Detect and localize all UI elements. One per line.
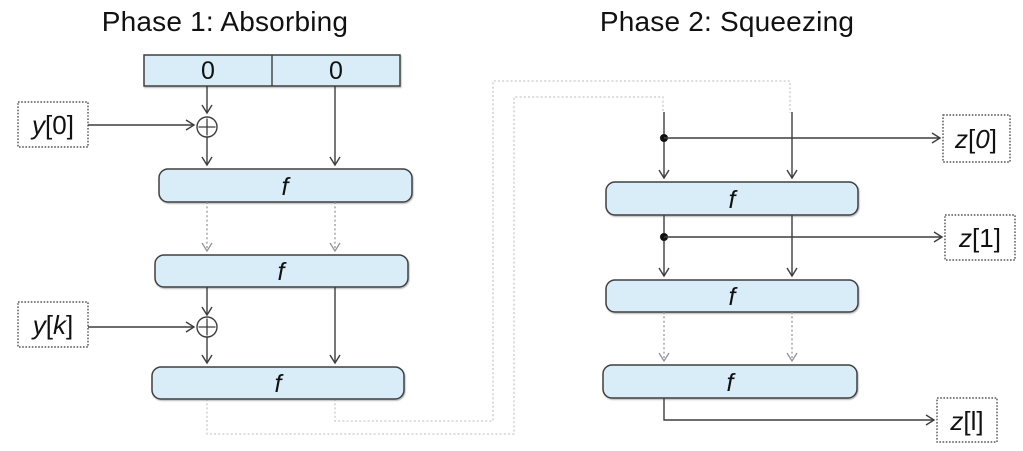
phase1-title: Phase 1: Absorbing xyxy=(102,6,348,37)
f-box-p2-3-rect xyxy=(602,364,858,399)
f-label: f xyxy=(282,173,292,201)
arrow-to-zl xyxy=(663,398,936,426)
input-yk: y[k] xyxy=(17,301,196,348)
input-yk-label: y[k] xyxy=(31,310,73,340)
output-z0-label: z[0] xyxy=(954,124,997,154)
f-box-p1-2: f xyxy=(154,254,409,288)
f-label: f xyxy=(727,369,737,397)
f-box-p1-3: f xyxy=(151,366,405,400)
state-loop-lines xyxy=(206,80,791,435)
xor-icon-1 xyxy=(196,116,218,138)
f-label: f xyxy=(278,258,288,286)
phase2-squeezing: Phase 2: Squeezing z[0] f z[1] f xyxy=(600,6,1016,443)
f-box-p2-3: f xyxy=(602,364,858,399)
f-box-p2-2-rect xyxy=(605,279,859,313)
output-z0: z[0] xyxy=(660,114,1011,163)
output-zl-box xyxy=(936,397,998,443)
phase1-absorbing: Phase 1: Absorbing 0 0 y[0] f xyxy=(17,6,413,400)
xor-icon-2 xyxy=(196,316,218,338)
f-box-p1-2-rect xyxy=(154,254,409,288)
f-box-p2-1-rect xyxy=(605,181,859,216)
initial-state-box: 0 0 xyxy=(143,54,401,87)
f-label: f xyxy=(729,283,739,311)
output-z1-box xyxy=(944,214,1016,261)
input-yk-box xyxy=(17,301,89,348)
f-label: f xyxy=(275,370,285,398)
phase2-title: Phase 2: Squeezing xyxy=(600,6,854,37)
input-y0-box xyxy=(17,101,89,148)
output-z1-label: z[1] xyxy=(958,223,1001,253)
f-box-p1-1-rect xyxy=(158,168,413,203)
f-label: f xyxy=(729,186,739,214)
state-cell-left: 0 xyxy=(201,57,215,85)
output-z1: z[1] xyxy=(660,214,1016,261)
loop-line-rate xyxy=(334,80,791,422)
input-y0-label: y[0] xyxy=(30,110,74,140)
output-z0-box xyxy=(942,114,1011,163)
f-box-p2-2: f xyxy=(605,279,859,313)
state-cell-right: 0 xyxy=(329,57,343,85)
f-box-p1-1: f xyxy=(158,168,413,203)
output-zl-label: z[l] xyxy=(949,406,983,436)
input-y0: y[0] xyxy=(17,101,196,148)
f-box-p1-3-rect xyxy=(151,366,405,400)
f-box-p2-1: f xyxy=(605,181,859,216)
output-zl: z[l] xyxy=(663,397,998,443)
